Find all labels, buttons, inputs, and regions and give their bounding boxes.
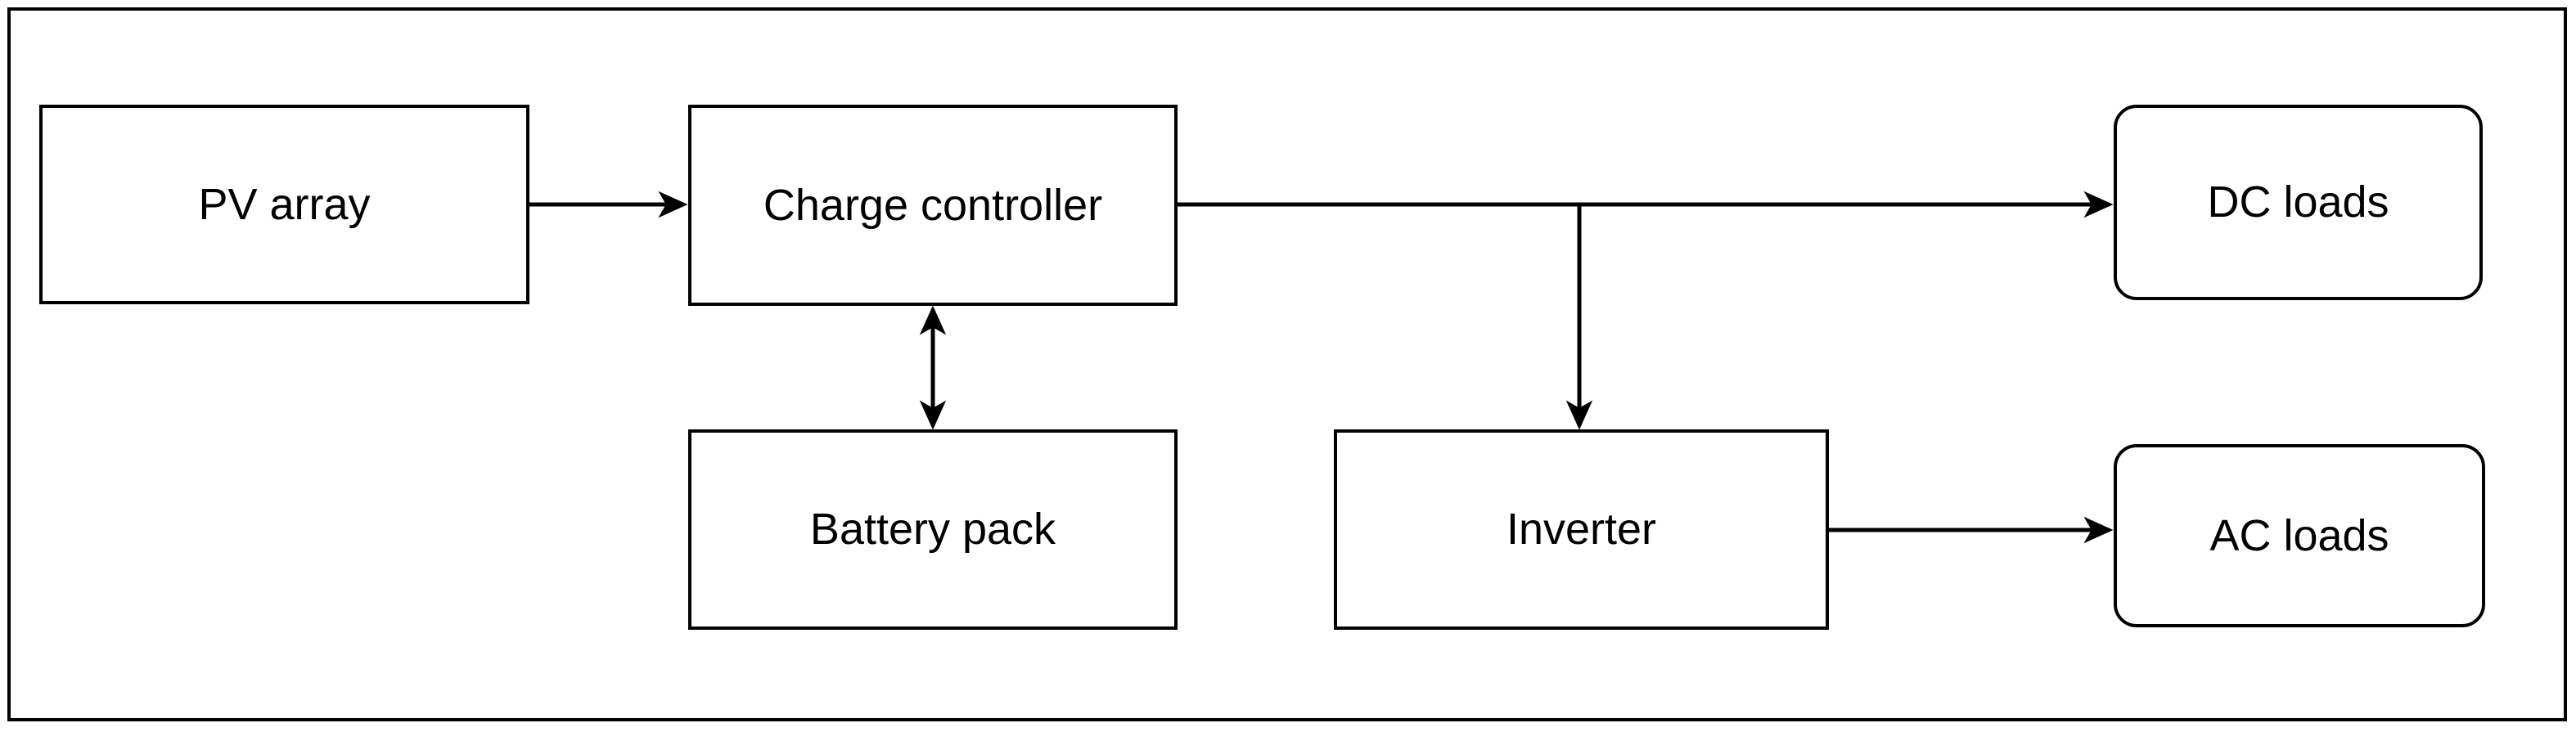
node-battery-pack[interactable] <box>688 429 1178 630</box>
node-ac-loads[interactable] <box>2114 444 2485 627</box>
node-charge-controller[interactable] <box>688 105 1178 306</box>
node-pv-array[interactable] <box>39 105 529 304</box>
outer-frame <box>7 7 2567 721</box>
node-dc-loads[interactable] <box>2114 105 2483 300</box>
node-inverter[interactable] <box>1334 429 1829 630</box>
node-shape-layer <box>39 105 2485 630</box>
edge-layer <box>528 191 2114 544</box>
